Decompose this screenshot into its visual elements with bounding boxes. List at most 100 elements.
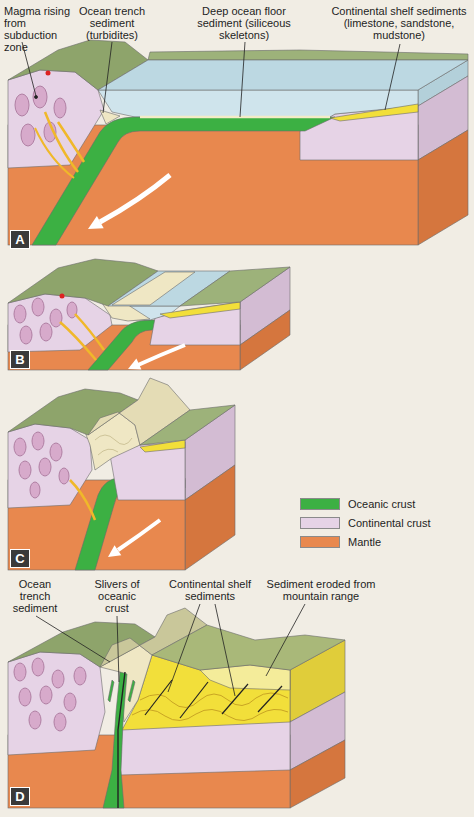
callout-label: Ocean trench sediment	[8, 578, 62, 614]
magma-b	[20, 326, 32, 344]
leader-lines-a	[385, 44, 400, 110]
legend-label: Mantle	[348, 536, 381, 548]
magma-d	[14, 663, 26, 681]
panel-letter: A	[15, 232, 24, 247]
legend-entry: Oceanic crust	[300, 498, 415, 510]
panel-c-block	[140, 405, 235, 445]
panel-a-block	[8, 40, 468, 245]
leader-lines-d	[117, 616, 119, 682]
callout-label: Continental shelf sediments	[160, 578, 260, 602]
callout-label: Ocean trench sediment (turbidites)	[68, 5, 156, 41]
panel-c-block	[185, 465, 235, 570]
magma-c	[14, 438, 26, 456]
panel-a-block	[98, 60, 468, 90]
panel-letter-box: D	[10, 787, 30, 806]
subduction-arrow-a	[88, 175, 170, 229]
magma-d	[64, 693, 76, 711]
magma-d	[52, 670, 64, 688]
leader-lines-a	[240, 42, 245, 117]
panel-d-block	[290, 740, 345, 808]
magma-a	[46, 71, 51, 76]
panel-b-block	[240, 310, 290, 370]
subduction-arrow-a	[100, 175, 170, 222]
magma-d	[14, 658, 86, 731]
magma-a	[35, 128, 74, 178]
magma-a	[58, 122, 84, 162]
magma-a	[33, 86, 47, 108]
callout-label: Deep ocean floor sediment (siliceous ske…	[180, 5, 308, 41]
legend-swatch	[300, 536, 340, 548]
leader-lines-d	[36, 616, 110, 662]
legend-swatch	[300, 517, 340, 529]
panel-b-block	[112, 272, 195, 305]
magma-a	[15, 94, 29, 116]
magma-c	[14, 432, 95, 520]
magma-b	[50, 309, 62, 327]
legend-label: Oceanic crust	[348, 498, 415, 510]
callout-label: Continental shelf sediments (limestone, …	[326, 5, 472, 41]
panel-d-block	[128, 680, 135, 702]
magma-d	[32, 658, 44, 676]
leader-lines-a	[22, 42, 400, 117]
panel-c-block	[95, 435, 132, 445]
panel-c-block	[8, 424, 92, 508]
magma-a	[21, 124, 35, 146]
magma-c	[30, 482, 40, 498]
magma-b	[60, 322, 96, 360]
magma-c	[32, 432, 44, 450]
subduction-arrow-b	[138, 345, 185, 365]
magma-d	[29, 711, 41, 729]
magma-d	[19, 688, 31, 706]
magma-b	[60, 294, 65, 299]
panel-d-block	[8, 652, 105, 755]
magma-d	[74, 667, 86, 685]
faults-and-folds-d	[118, 672, 288, 808]
magma-a	[54, 98, 66, 118]
panel-letter-box: A	[10, 230, 30, 249]
magma-a	[15, 71, 84, 179]
leader-lines-d	[215, 604, 235, 696]
magma-b	[40, 323, 52, 341]
magma-c	[50, 443, 62, 461]
panel-d-block	[108, 680, 114, 702]
magma-d	[40, 686, 52, 704]
panel-letter-box: B	[10, 350, 30, 369]
subduction-arrow-c	[108, 545, 121, 557]
subduction-arrow-c	[118, 520, 160, 550]
panel-b-block	[8, 259, 290, 370]
legend-label: Continental crust	[348, 517, 431, 529]
panel-c-block	[8, 389, 138, 435]
leader-lines-a	[35, 96, 38, 99]
subduction-arrow-b	[128, 345, 185, 370]
magma-d	[54, 713, 66, 731]
subduction-arrow-c	[108, 520, 160, 557]
subduction-arrow-a	[88, 216, 104, 229]
panel-d-block	[103, 672, 127, 808]
callout-label: Magma rising from subduction zone	[4, 5, 82, 53]
panel-d-block	[8, 608, 345, 808]
leader-lines-d	[36, 604, 305, 696]
faults-and-folds-d	[132, 709, 288, 720]
leader-lines-d	[266, 604, 305, 676]
magma-b	[75, 314, 104, 350]
panel-b-block	[180, 267, 290, 306]
leader-lines-d	[168, 604, 200, 692]
faults-and-folds-d	[222, 684, 248, 714]
legend-entry: Mantle	[300, 536, 381, 548]
legend-entry: Continental crust	[300, 517, 431, 529]
callout-label: Slivers of oceanic crust	[88, 578, 146, 614]
leader-lines-a	[103, 42, 112, 113]
panel-letter: C	[15, 551, 24, 566]
magma-c	[39, 458, 51, 476]
panel-a-block	[32, 117, 335, 245]
magma-c	[59, 468, 69, 484]
legend-swatch	[300, 498, 340, 510]
magma-c	[70, 480, 95, 520]
callout-label: Sediment eroded from mountain range	[262, 578, 380, 602]
panel-a-block	[418, 130, 468, 245]
panel-letter-box: C	[10, 549, 30, 568]
faults-and-folds-d	[140, 693, 288, 708]
panel-letter: D	[15, 789, 24, 804]
